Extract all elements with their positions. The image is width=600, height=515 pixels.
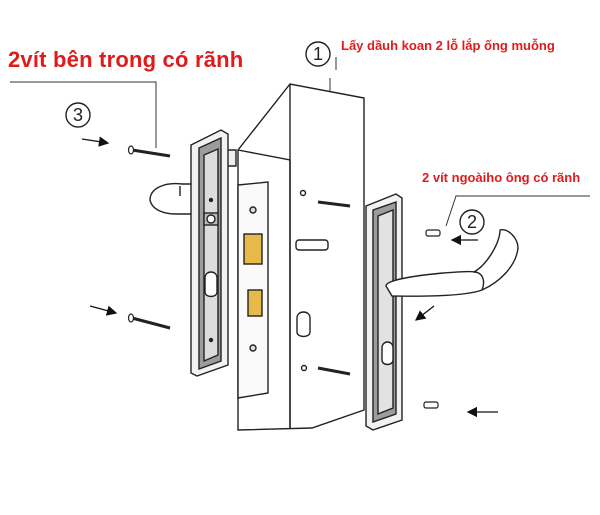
outer-screws-label: 2 vít ngoàiho ông có rãnh [422, 170, 581, 185]
back-handle-plate [149, 129, 237, 377]
mortise-lock-body [237, 83, 365, 431]
step-marker-2: 2 [459, 209, 485, 235]
drill-holes-label: Lấy dầuh koan 2 lỗ lắp ống muỗng [341, 38, 555, 53]
svg-text:2: 2 [467, 212, 477, 232]
latch-bolt [243, 233, 263, 265]
step-marker-3: 3 [65, 102, 91, 128]
svg-text:1: 1 [313, 44, 323, 64]
front-handle-plate [365, 193, 519, 431]
dead-bolt [247, 289, 263, 317]
inner-screws-label: 2vít bên trong có rãnh [8, 47, 244, 72]
direction-arrows [81, 136, 498, 418]
svg-text:3: 3 [73, 105, 83, 125]
step-marker-1: 1 [305, 41, 331, 67]
screws [127, 145, 441, 409]
